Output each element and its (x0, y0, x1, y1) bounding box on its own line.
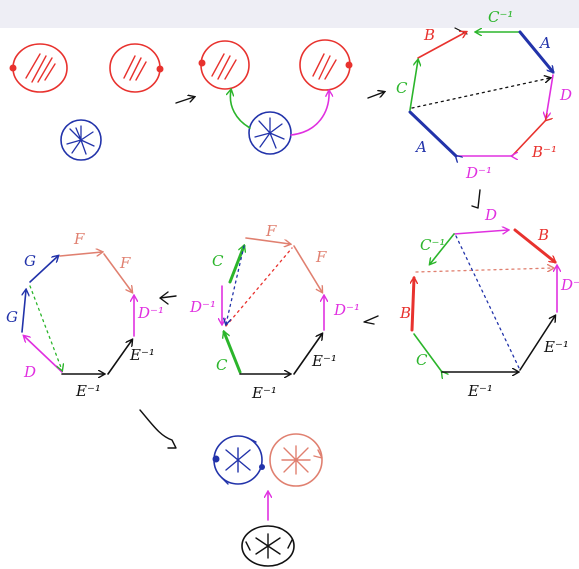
edge-F-right-left (103, 253, 132, 292)
edge-B-left (412, 278, 414, 332)
hatched-disk-2 (109, 43, 164, 93)
label-C-top-mid: C (212, 252, 224, 270)
edge-F-right-mid (293, 245, 322, 292)
edge-C-inv-hex (430, 233, 455, 264)
label-C: C (396, 79, 408, 97)
label-D-hex: D (484, 206, 497, 224)
label-F-top-left: F (73, 230, 85, 248)
edge-C-bottom-mid (224, 332, 242, 374)
star-disk-2 (248, 111, 292, 155)
blue-star-circle (212, 435, 265, 485)
label-B: B (423, 26, 435, 44)
label-D-inv-left-mid: D⁻¹ (189, 298, 216, 316)
arrow-step-1 (175, 97, 194, 104)
edge-G-left (21, 290, 26, 333)
panel-hexagon-left: F F G G D⁻¹ D E⁻¹ E⁻¹ (6, 230, 164, 400)
magenta-connector (290, 91, 329, 136)
panel-octagon: B C⁻¹ A C D A B⁻¹ D⁻¹ (396, 8, 572, 182)
label-C-inv: C⁻¹ (488, 8, 513, 26)
star-disk (60, 119, 102, 161)
black-star-circle (241, 525, 295, 567)
edge-C-hex (413, 333, 442, 372)
label-E-inv-right-left: E⁻¹ (129, 346, 155, 364)
label-A-bottom: A (414, 138, 427, 156)
panel-surfaces-start (9, 43, 164, 161)
panel-surfaces-connected (198, 39, 353, 155)
label-D-inv: D⁻¹ (465, 164, 492, 182)
label-E-inv-bottom-mid: E⁻¹ (251, 384, 277, 402)
label-E-inv-right-hex: E⁻¹ (543, 338, 569, 356)
label-B-inv: B⁻¹ (531, 143, 557, 161)
label-E-inv-bottom-hex: E⁻¹ (467, 382, 493, 400)
label-D-left-panel: D (23, 363, 36, 381)
arrow-step-4 (363, 315, 379, 325)
panel-hexagon-middle: F F C D⁻¹ D⁻¹ C E⁻¹ E⁻¹ (189, 222, 360, 402)
label-D-inv-left-panel: D⁻¹ (137, 304, 164, 322)
blue-dotted-mid (226, 245, 245, 324)
label-C-bottom-mid: C (216, 356, 228, 374)
label-C-hex: C (416, 351, 428, 369)
label-C-inv-hex: C⁻¹ (420, 236, 445, 254)
green-connector (230, 90, 251, 129)
red-dotted-mid (225, 247, 293, 327)
panel-hexagon-right: D B C⁻¹ D⁻¹ B C E⁻¹ E⁻¹ (399, 206, 579, 400)
label-E-inv-bottom-left: E⁻¹ (75, 382, 101, 400)
dotted-diagonal (411, 78, 550, 109)
hatched-disk-4 (299, 39, 353, 91)
arrow-step-5 (159, 291, 177, 305)
edge-B (417, 32, 466, 59)
label-F-right-mid: F (315, 248, 327, 266)
arrow-step-3 (471, 189, 481, 209)
arrow-step-2 (367, 92, 384, 99)
label-E-inv-right-mid: E⁻¹ (311, 352, 337, 370)
hatched-disk-3 (198, 40, 250, 90)
label-G-left: G (6, 308, 18, 326)
edge-E-inv-right (519, 316, 555, 371)
edge-C-top-mid (228, 246, 244, 284)
label-B-hex: B (537, 226, 549, 244)
salmon-star-circle (269, 433, 323, 487)
edge-B-inv (511, 120, 546, 157)
label-F-top-mid: F (265, 222, 277, 240)
edge-A-bottom (408, 110, 456, 156)
edge-A-top (518, 30, 553, 72)
edge-D-top (453, 230, 508, 235)
label-D-inv-hex: D⁻¹ (560, 276, 579, 294)
edge-D (546, 74, 554, 118)
label-D-inv-right-mid: D⁻¹ (333, 301, 360, 319)
label-A-top: A (538, 34, 551, 52)
edge-B-top (513, 228, 555, 262)
edge-G-top (29, 256, 58, 283)
salmon-dotted (415, 268, 553, 273)
edge-D-left-hex (24, 336, 63, 373)
top-bar (0, 0, 579, 28)
edge-E-inv-right-left (107, 340, 132, 375)
edge-E-inv-right-mid (293, 334, 322, 375)
edge-F-top-mid (245, 237, 290, 244)
label-D: D (559, 86, 572, 104)
arrow-step-6 (139, 409, 177, 449)
edge-C (409, 60, 418, 111)
hatched-disk-1 (9, 43, 68, 93)
edge-F-top-left (59, 252, 102, 257)
label-F-right-left: F (119, 254, 131, 272)
label-B-left-hex: B (399, 304, 411, 322)
panel-surfaces-final (212, 433, 323, 567)
label-G-top: G (24, 252, 36, 270)
blue-dotted (455, 235, 521, 371)
